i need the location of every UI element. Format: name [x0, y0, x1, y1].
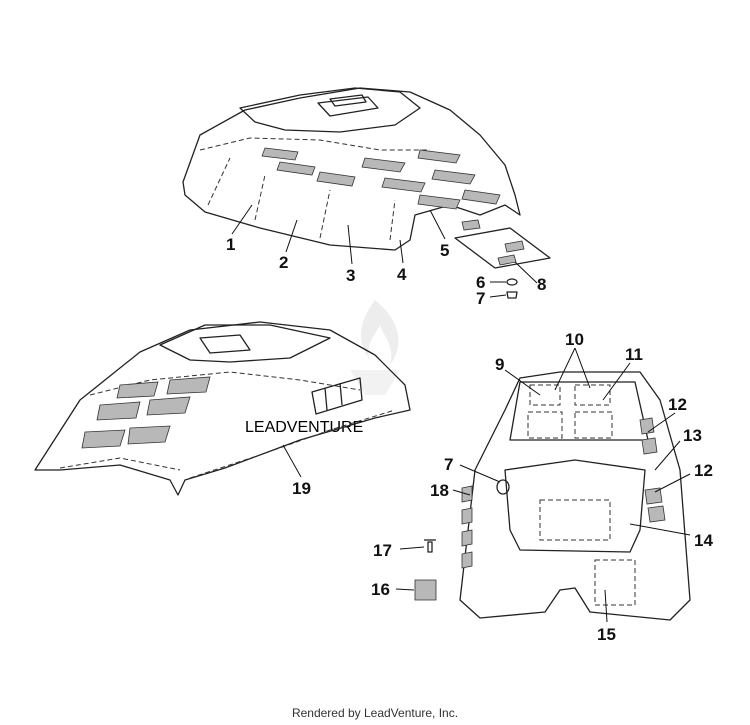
callout-2: 2: [279, 253, 288, 272]
callout-9: 9: [495, 355, 504, 374]
watermark: LEADVENTURE: [245, 300, 400, 436]
watermark-text: LEADVENTURE: [245, 419, 363, 436]
callout-7: 7: [476, 289, 485, 308]
callout-17: 17: [373, 541, 392, 560]
callout-8: 8: [537, 275, 546, 294]
hood-top-view: [182, 87, 551, 299]
callout-14: 14: [694, 531, 713, 550]
leader-lines: [231, 204, 691, 623]
callout-15: 15: [597, 625, 616, 644]
callout-11: 11: [625, 345, 643, 364]
flame-logo-icon: [350, 300, 400, 395]
callout-12a: 12: [668, 395, 687, 414]
hood-left-view: [34, 321, 411, 496]
callout-7b: 7: [444, 455, 453, 474]
callout-6: 6: [476, 273, 485, 292]
callout-16: 16: [371, 580, 390, 599]
callout-19: 19: [292, 479, 311, 498]
hood-underside-view: [414, 371, 691, 621]
callout-13: 13: [683, 426, 702, 445]
callout-12b: 12: [694, 461, 713, 480]
callout-labels: 1 2 3 4 5 6 7 8 9 10 11 12 13 12 14 7 18…: [226, 235, 713, 644]
callout-3: 3: [346, 266, 355, 285]
callout-5: 5: [440, 241, 449, 260]
footer-credit: Rendered by LeadVenture, Inc.: [291, 706, 459, 720]
callout-1: 1: [226, 235, 235, 254]
callout-18: 18: [430, 481, 449, 500]
callout-4: 4: [397, 265, 407, 284]
callout-10: 10: [565, 330, 584, 349]
